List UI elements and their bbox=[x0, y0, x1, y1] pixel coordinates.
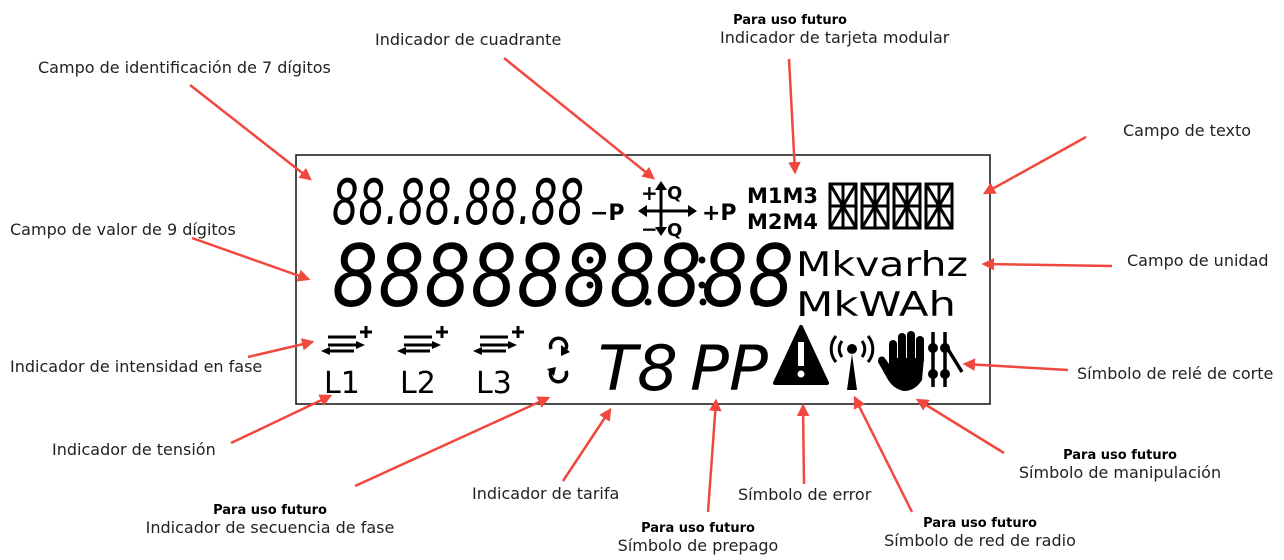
arrow-voltage bbox=[230, 394, 333, 445]
arrow-radio bbox=[853, 395, 914, 513]
q-top: Q bbox=[667, 183, 682, 204]
arrow-id-field bbox=[189, 84, 312, 181]
arrow-tariff bbox=[561, 407, 612, 482]
text-cell-1 bbox=[828, 182, 858, 230]
value-digit-field: 8888888888 bbox=[332, 227, 794, 327]
arrow-prepay bbox=[706, 398, 722, 513]
text-cell-2 bbox=[860, 182, 890, 230]
arrow-tamper bbox=[915, 398, 1005, 455]
minus-p-symbol: −P bbox=[590, 201, 625, 226]
arrow-cutoff-relay bbox=[962, 358, 1069, 372]
label-phase-current: Indicador de intensidad en fase bbox=[10, 357, 263, 376]
phase-sequence-icon bbox=[548, 336, 569, 384]
q-bottom: Q bbox=[667, 220, 682, 241]
arrow-error bbox=[796, 403, 810, 485]
unit-top: Mkvarhz bbox=[796, 245, 968, 285]
label-prepay-group: Para uso futuro Símbolo de prepago bbox=[588, 521, 808, 555]
label-phase-seq-future: Para uso futuro bbox=[213, 503, 327, 518]
label-prepay: Símbolo de prepago bbox=[617, 536, 779, 555]
q-minus: − bbox=[641, 217, 658, 241]
label-value-field: Campo de valor de 9 dígitos bbox=[10, 220, 236, 239]
m-row1: M1M3 bbox=[747, 184, 818, 208]
text-cell-3 bbox=[892, 182, 922, 230]
label-quadrant: Indicador de cuadrante bbox=[375, 30, 562, 49]
label-radio-group: Para uso futuro Símbolo de red de radio bbox=[860, 516, 1100, 550]
callout-arrows bbox=[189, 57, 1113, 513]
label-unit-field: Campo de unidad bbox=[1127, 251, 1269, 270]
phase-l2-indicator: L2 bbox=[397, 326, 448, 401]
q-plus: + bbox=[641, 181, 658, 205]
label-tamper-group: Para uso futuro Símbolo de manipulación bbox=[1010, 448, 1230, 482]
relay-contacts bbox=[928, 343, 950, 379]
phase-l3-indicator: L3 bbox=[473, 326, 524, 401]
label-prepay-future: Para uso futuro bbox=[641, 521, 755, 536]
value-separators bbox=[586, 256, 761, 306]
phase-l3-label: L3 bbox=[476, 366, 512, 401]
tariff-indicator: T8 bbox=[598, 332, 678, 405]
label-radio: Símbolo de red de radio bbox=[884, 531, 1076, 550]
prepay-symbol: PP bbox=[690, 332, 769, 405]
label-id-field: Campo de identificación de 7 dígitos bbox=[38, 58, 331, 77]
text-cell-4 bbox=[924, 182, 954, 230]
arrow-unit-field bbox=[981, 257, 1113, 271]
radio-antenna-icon bbox=[829, 335, 875, 390]
arrow-modular bbox=[787, 58, 801, 175]
label-tariff: Indicador de tarifa bbox=[472, 484, 620, 503]
arrow-value-field bbox=[191, 236, 311, 282]
label-text-field: Campo de texto bbox=[1123, 121, 1252, 140]
warning-icon bbox=[773, 325, 829, 385]
plus-p-symbol: +P bbox=[702, 201, 737, 226]
label-cutoff-relay: Símbolo de relé de corte bbox=[1077, 364, 1274, 383]
label-error: Símbolo de error bbox=[738, 485, 872, 504]
arrow-quadrant bbox=[503, 57, 655, 180]
label-modular-future: Para uso futuro bbox=[733, 13, 847, 28]
quadrant-icon: + Q − Q bbox=[638, 181, 697, 241]
label-modular: Indicador de tarjeta modular bbox=[720, 28, 950, 47]
label-radio-future: Para uso futuro bbox=[923, 516, 1037, 531]
arrow-text-field bbox=[982, 135, 1087, 195]
unit-bottom: MkWAh bbox=[796, 285, 956, 325]
label-phase-seq-group: Para uso futuro Indicador de secuencia d… bbox=[120, 503, 420, 537]
arrow-phase-current bbox=[247, 338, 315, 359]
label-phase-seq: Indicador de secuencia de fase bbox=[145, 518, 395, 537]
hand-icon bbox=[878, 331, 924, 391]
text-field-segments bbox=[828, 182, 954, 230]
id-digit-field: 88.88.88.88 bbox=[332, 166, 584, 239]
label-modular-group: Para uso futuro Indicador de tarjeta mod… bbox=[720, 13, 949, 47]
label-tamper: Símbolo de manipulación bbox=[1018, 463, 1222, 482]
arrow-phase-seq bbox=[354, 396, 551, 488]
phase-l2-label: L2 bbox=[400, 366, 436, 401]
m-row2: M2M4 bbox=[747, 210, 818, 234]
label-voltage: Indicador de tensión bbox=[52, 440, 216, 459]
label-tamper-future: Para uso futuro bbox=[1063, 448, 1177, 463]
